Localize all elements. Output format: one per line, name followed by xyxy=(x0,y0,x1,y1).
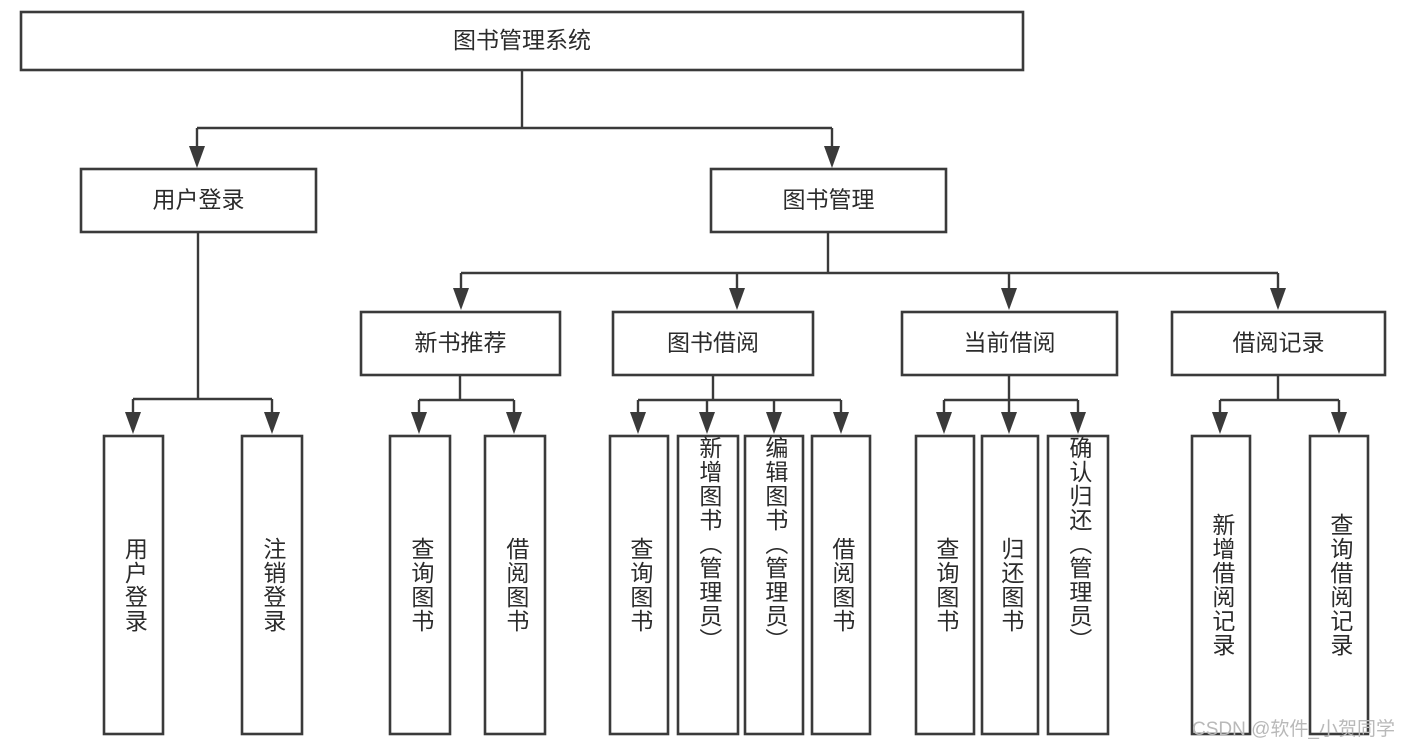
node-label-book-borrow: 图书借阅 xyxy=(667,330,759,356)
arrow-head-icon xyxy=(1270,288,1286,310)
node-box-leaf-return-book[interactable] xyxy=(980,434,1040,736)
arrow-head-icon xyxy=(1070,412,1086,434)
node-box-book-borrow[interactable] xyxy=(611,310,815,377)
watermark: CSDN @软件_小贺同学 xyxy=(1192,719,1395,740)
arrow-head-icon xyxy=(453,288,469,310)
node-label-book-management: 图书管理 xyxy=(783,187,875,213)
arrow-head-icon xyxy=(411,412,427,434)
node-label-user-login: 用户登录 xyxy=(153,187,245,213)
arrow-head-icon xyxy=(506,412,522,434)
node-box-leaf-confirm-return-admin[interactable] xyxy=(1046,434,1110,736)
connector-borrow-record-to-leaves xyxy=(1212,375,1347,434)
arrow-head-icon xyxy=(699,412,715,434)
node-box-leaf-query-book-1[interactable] xyxy=(388,434,452,736)
node-box-leaf-add-book-admin[interactable] xyxy=(676,434,740,736)
arrow-head-icon xyxy=(824,146,840,168)
connector-book-management-to-level2 xyxy=(453,232,1286,310)
connector-current-borrow-to-leaves xyxy=(936,375,1086,434)
node-label-root: 图书管理系统 xyxy=(453,27,591,53)
node-label-borrow-record: 借阅记录 xyxy=(1233,330,1325,356)
node-box-leaf-query-book-3[interactable] xyxy=(914,434,976,736)
connector-line xyxy=(417,375,516,415)
node-box-leaf-borrow-book-1[interactable] xyxy=(483,434,547,736)
connector-user-login-to-leaves xyxy=(125,232,280,434)
connector-root-to-level1 xyxy=(189,70,840,168)
node-box-leaf-edit-book-admin[interactable] xyxy=(743,434,805,736)
connector-book-borrow-to-leaves xyxy=(630,375,849,434)
node-box-new-book-recommend[interactable] xyxy=(359,310,562,377)
node-label-new-book-recommend: 新书推荐 xyxy=(415,330,507,356)
node-label-current-borrow: 当前借阅 xyxy=(964,330,1056,356)
node-box-leaf-user-login[interactable] xyxy=(102,434,165,736)
arrow-head-icon xyxy=(1001,288,1017,310)
node-box-borrow-record[interactable] xyxy=(1170,310,1387,377)
arrow-head-icon xyxy=(833,412,849,434)
connector-new-book-recommend-to-leaves xyxy=(411,375,522,434)
node-box-user-login[interactable] xyxy=(79,167,318,234)
connector-line xyxy=(942,375,1080,415)
arrow-head-icon xyxy=(264,412,280,434)
connector-line xyxy=(636,375,843,415)
node-box-leaf-query-book-2[interactable] xyxy=(608,434,670,736)
connector-line xyxy=(1218,375,1341,415)
boxes-layer xyxy=(19,10,1387,736)
connector-line xyxy=(459,232,1280,292)
node-box-leaf-add-borrow-record[interactable] xyxy=(1190,434,1252,736)
arrow-head-icon xyxy=(1001,412,1017,434)
arrow-head-icon xyxy=(729,288,745,310)
arrow-head-icon xyxy=(936,412,952,434)
arrow-head-icon xyxy=(1212,412,1228,434)
node-box-leaf-borrow-book-2[interactable] xyxy=(810,434,872,736)
connectors-layer xyxy=(125,70,1347,434)
connector-line xyxy=(195,70,834,150)
connector-line xyxy=(131,232,274,415)
node-box-book-management[interactable] xyxy=(709,167,948,234)
arrow-head-icon xyxy=(1331,412,1347,434)
node-box-root[interactable] xyxy=(19,10,1025,72)
arrow-head-icon xyxy=(189,146,205,168)
node-box-current-borrow[interactable] xyxy=(900,310,1119,377)
arrow-head-icon xyxy=(630,412,646,434)
node-box-leaf-logout[interactable] xyxy=(240,434,304,736)
arrow-head-icon xyxy=(125,412,141,434)
node-box-leaf-query-borrow-record[interactable] xyxy=(1308,434,1370,736)
arrow-head-icon xyxy=(766,412,782,434)
